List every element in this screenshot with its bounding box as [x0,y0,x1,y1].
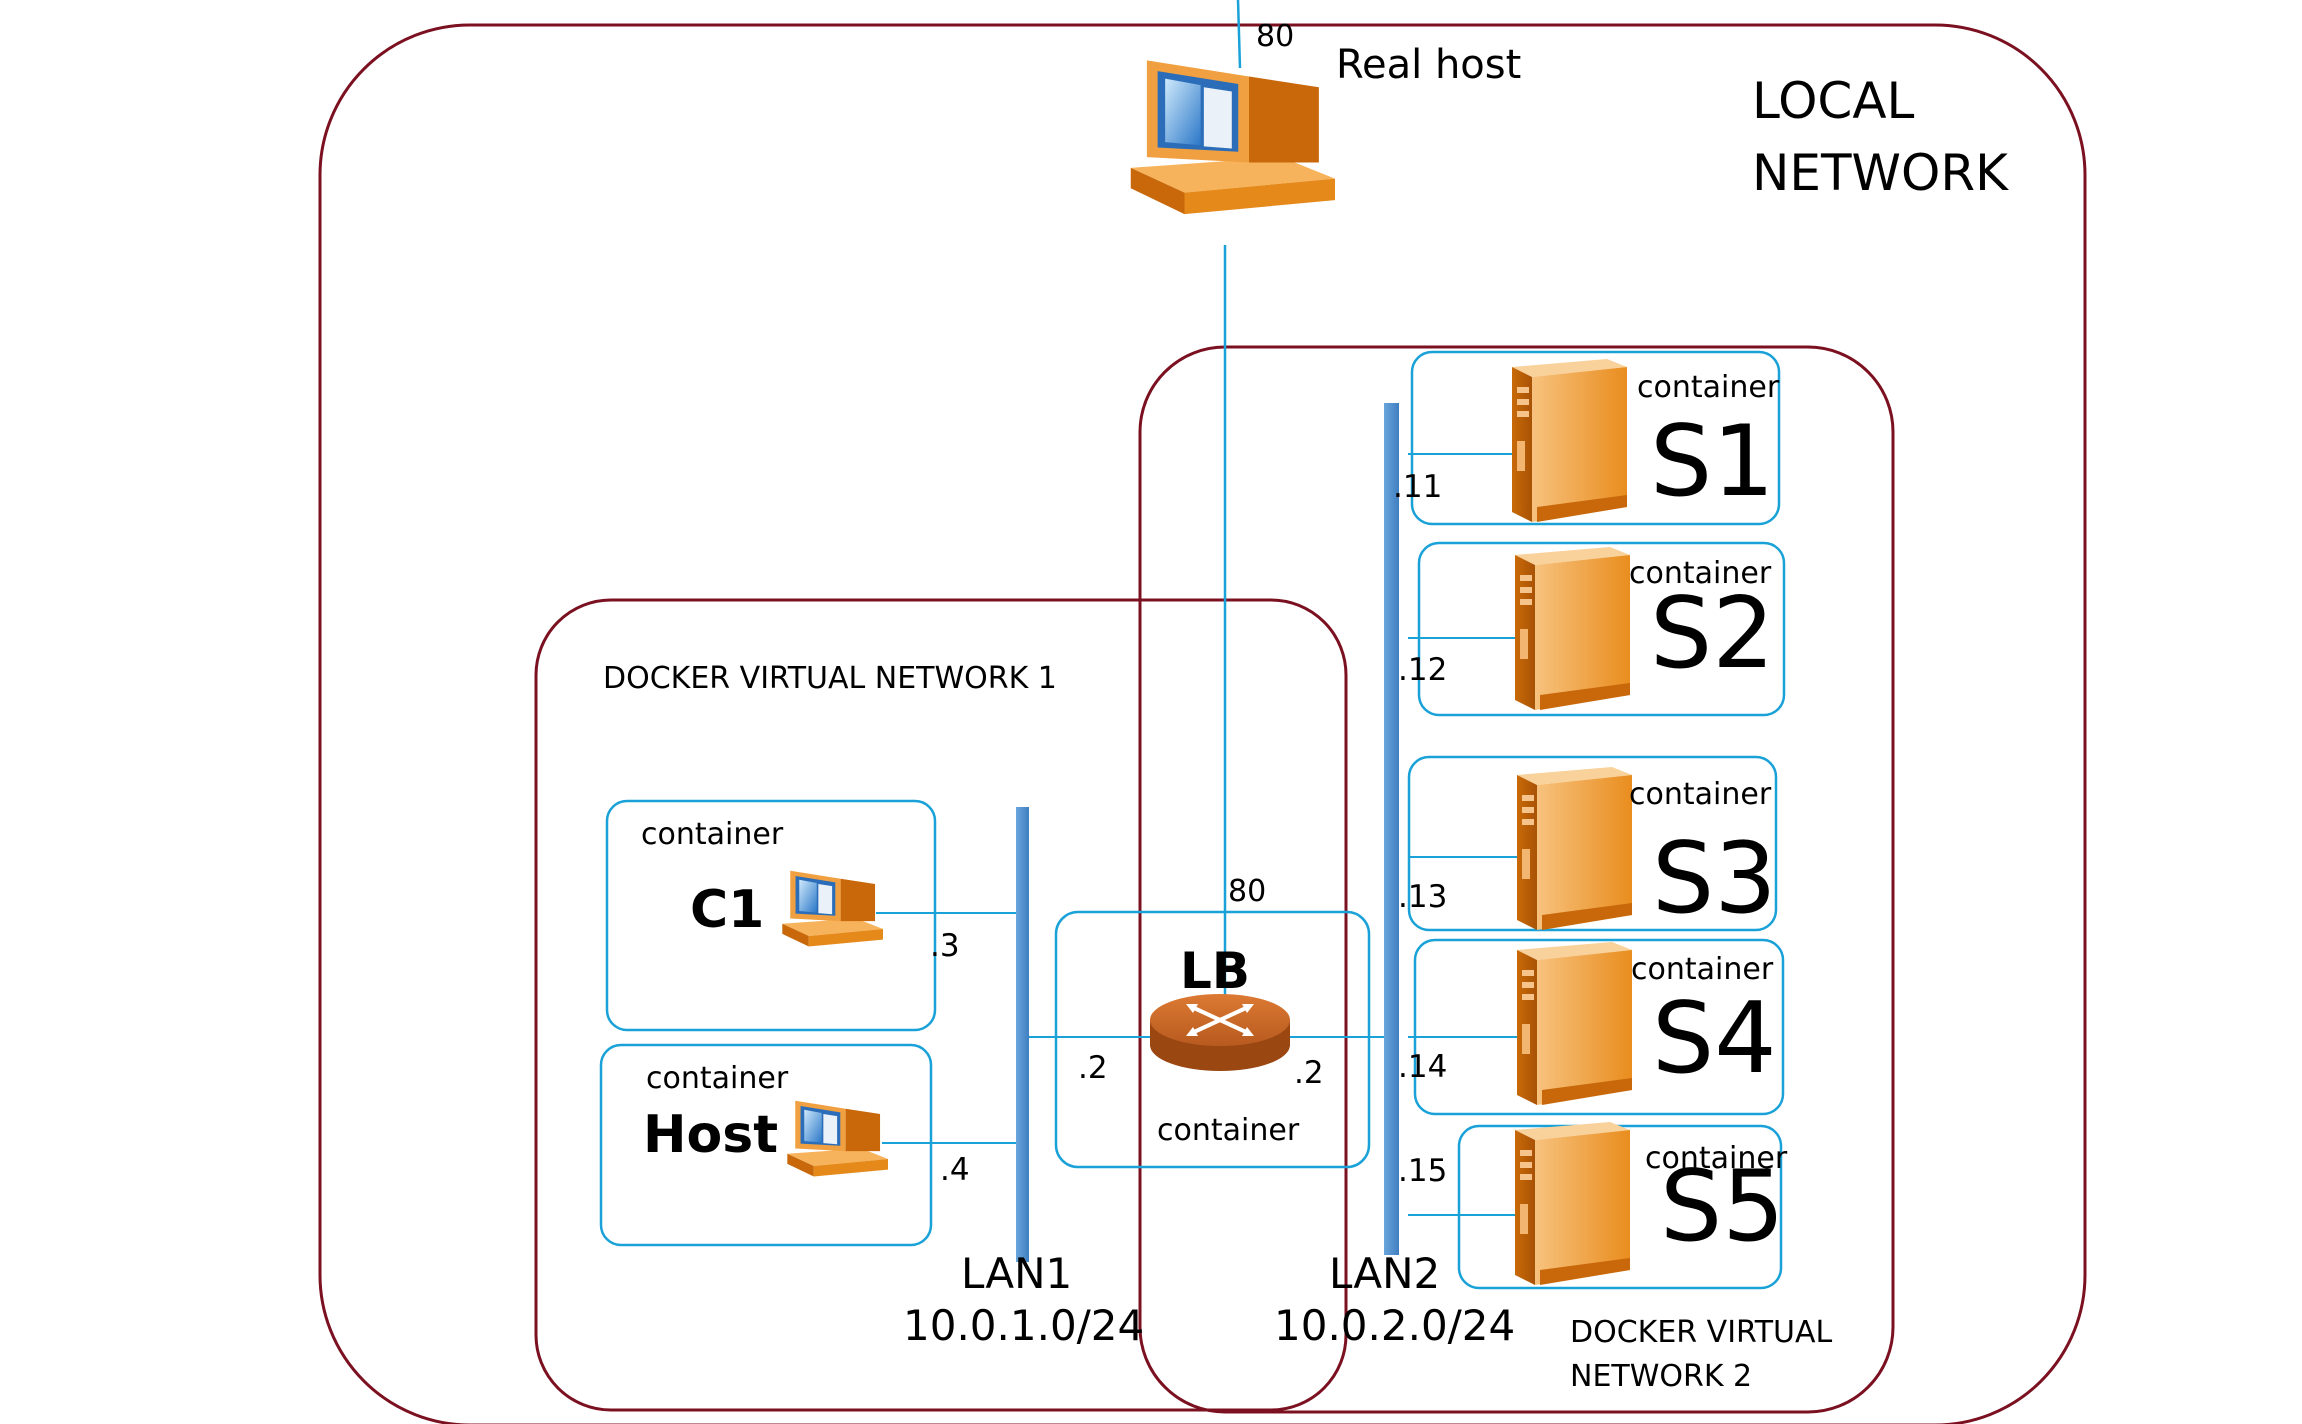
uplink-wire-top [1236,0,1242,69]
s2-name: S2 [1650,577,1775,691]
s1-container-label: container [1637,370,1780,405]
s4-ip: .14 [1398,1049,1447,1085]
s2-ip: .12 [1398,652,1447,688]
c1-container-label: container [641,817,784,852]
s1-container-box [1410,350,1781,526]
lan1-name: LAN1 [961,1249,1072,1298]
lan2-bar [1384,403,1399,1255]
lb-ip-lan2: .2 [1294,1055,1324,1091]
c1-pc-icon [782,870,883,947]
docker-network-1-boundary [534,598,1348,1412]
host-pc-icon [787,1100,888,1177]
local-network-label-line1: LOCAL [1752,72,1915,130]
s3-name: S3 [1652,822,1777,936]
s2-container-box [1417,541,1786,717]
host-container-box [599,1043,933,1247]
s4-name: S4 [1652,982,1777,1096]
lb-port-label: 80 [1228,874,1266,909]
lan1-subnet: 10.0.1.0/24 [903,1301,1144,1350]
real-host-pc-icon [1130,60,1335,215]
s4-server-icon [1517,942,1632,1105]
s5-container-label: container [1645,1141,1788,1176]
host-name: Host [643,1105,778,1165]
c1-container-box [605,799,937,1032]
docker-network-2-label-line2: NETWORK 2 [1570,1359,1752,1394]
s4-container-label: container [1631,952,1774,987]
s2-server-icon [1515,547,1630,710]
docker-network-2-label-line1: DOCKER VIRTUAL [1570,1315,1833,1350]
local-network-label-line2: NETWORK [1752,144,2009,202]
s5-server-icon [1515,1122,1630,1285]
lb-router-icon [1150,994,1290,1071]
s5-name: S5 [1660,1150,1785,1264]
docker-network-2-boundary [1138,345,1895,1414]
s3-ip: .13 [1398,879,1447,915]
s1-ip: .11 [1393,469,1442,505]
s4-container-box [1413,938,1785,1116]
real-host-label: Real host [1336,42,1521,88]
s1-name: S1 [1650,405,1775,519]
s2-container-label: container [1629,556,1772,591]
s1-server-icon [1512,359,1627,522]
s5-ip: .15 [1398,1153,1447,1189]
real-host-port-label: 80 [1256,19,1294,54]
lan1-bar [1016,807,1029,1262]
host-container-label: container [646,1061,789,1096]
lb-container-label: container [1157,1113,1300,1148]
host-ip: .4 [940,1152,970,1188]
lb-name: LB [1180,942,1250,1000]
s3-container-label: container [1629,777,1772,812]
c1-name: C1 [690,880,764,940]
s3-container-box [1407,755,1778,932]
docker-network-1-label: DOCKER VIRTUAL NETWORK 1 [603,661,1057,696]
lb-container-box [1054,910,1371,1169]
s3-server-icon [1517,767,1632,930]
lan2-name: LAN2 [1329,1249,1440,1298]
c1-ip: .3 [930,928,960,964]
lan2-subnet: 10.0.2.0/24 [1274,1301,1515,1350]
lb-ip-lan1: .2 [1078,1050,1108,1086]
local-network-boundary [318,23,2087,1424]
